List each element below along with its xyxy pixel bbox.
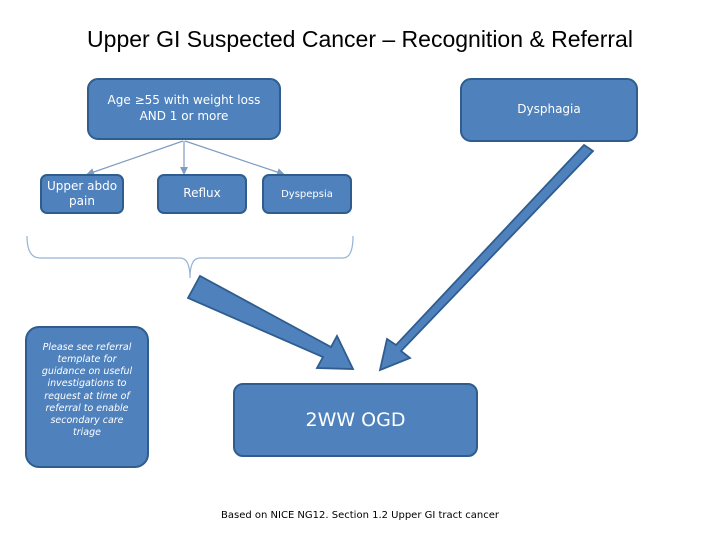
connector-to-upper-abdo-pain	[86, 140, 184, 176]
reflux-box: Reflux	[157, 174, 247, 214]
source-footnote: Based on NICE NG12. Section 1.2 Upper GI…	[221, 510, 499, 521]
referral-guidance-label: Please see referral template for guidanc…	[41, 342, 133, 439]
2ww-ogd-box: 2WW OGD	[233, 383, 478, 457]
arrow-dysphagia-to-ogd	[378, 143, 595, 372]
dyspepsia-box: Dyspepsia	[262, 174, 352, 214]
arrow-symptoms-to-ogd	[186, 274, 355, 370]
upper-abdo-pain-box: Upper abdo pain	[40, 174, 124, 214]
upper-abdo-pain-label: Upper abdo pain	[46, 179, 118, 208]
referral-guidance-box: Please see referral template for guidanc…	[25, 326, 149, 468]
age-weight-loss-criteria-label: Age ≥55 with weight loss AND 1 or more	[107, 93, 261, 123]
reflux-label: Reflux	[183, 186, 221, 201]
2ww-ogd-label: 2WW OGD	[305, 408, 406, 431]
age-weight-loss-criteria-box: Age ≥55 with weight loss AND 1 or more	[87, 78, 281, 140]
connector-to-dyspepsia	[184, 140, 285, 176]
page-title: Upper GI Suspected Cancer – Recognition …	[87, 26, 633, 52]
dyspepsia-label: Dyspepsia	[281, 188, 333, 200]
dysphagia-label: Dysphagia	[517, 102, 581, 117]
dysphagia-box: Dysphagia	[460, 78, 638, 142]
grouping-brace	[26, 235, 354, 279]
